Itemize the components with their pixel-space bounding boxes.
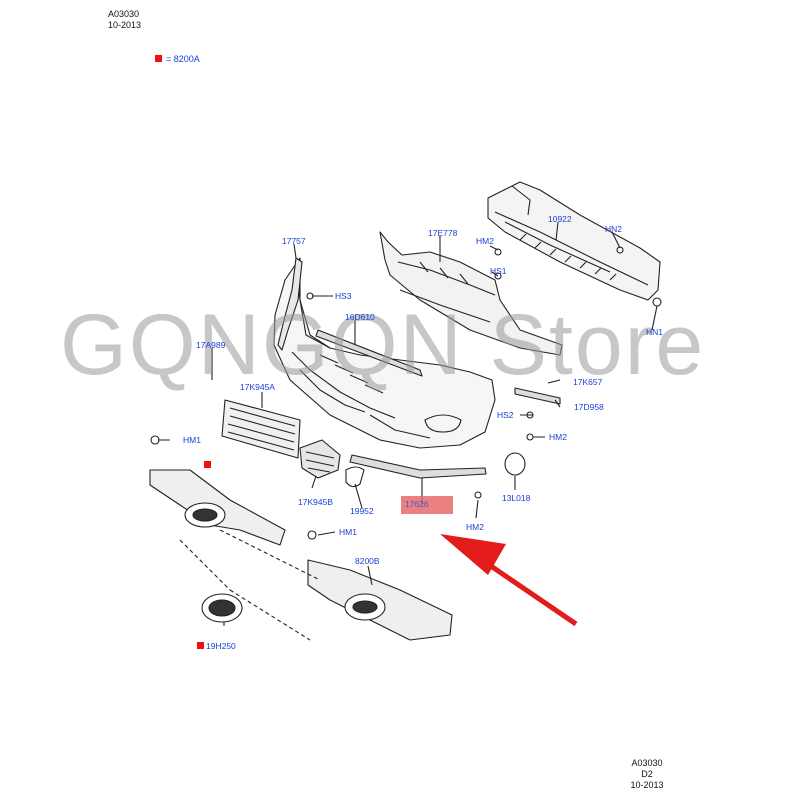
red-arrow-icon [440, 534, 578, 627]
lower-trim [349, 454, 487, 479]
fastener-hm2-bottom [474, 491, 482, 499]
part-label-17E778: 17E778 [428, 228, 458, 238]
side-retainer [514, 387, 561, 405]
fastener-hm2-top [494, 248, 502, 256]
header-code: A03030 [108, 9, 140, 19]
red-marker-icon [197, 642, 204, 649]
footer-code-block: A03030 D2 10-2013 [628, 758, 666, 791]
fastener-hm1 [150, 435, 160, 445]
side-bracket [277, 257, 303, 351]
emblem [201, 593, 243, 623]
part-label-hs2: HS2 [497, 410, 514, 420]
part-label-hm1-lower: HM1 [339, 527, 357, 537]
part-label-hn1: HN1 [646, 327, 664, 337]
red-square-icon [155, 55, 162, 62]
footer-rev: D2 [641, 769, 653, 779]
part-label-13L018: 13L018 [502, 493, 531, 503]
part-label-17K945A: 17K945A [240, 382, 275, 392]
header-code-block: A03030 10-2013 [108, 9, 141, 31]
part-label-19952: 19952 [350, 506, 374, 516]
fastener-hs1 [494, 272, 502, 280]
header-date: 10-2013 [108, 20, 142, 30]
red-marker-icon [204, 461, 211, 468]
tow-hook-cap [504, 452, 526, 476]
part-label-17K657: 17K657 [573, 377, 603, 387]
upper-rail [315, 329, 423, 377]
bumper-cover [273, 257, 496, 449]
part-label-hn2: HN2 [605, 224, 623, 234]
lower-grille [307, 559, 453, 641]
side-grille [299, 439, 341, 479]
highlighted-part-17626: 17626 [401, 496, 453, 514]
part-label-hm1: HM1 [183, 435, 201, 445]
license-plate-bracket [221, 399, 301, 459]
part-label-17D958: 17D958 [574, 402, 604, 412]
fastener-hm2-right [526, 433, 534, 441]
footer-date: 10-2013 [630, 780, 664, 790]
part-label-hm2-right: HM2 [549, 432, 567, 442]
part-label-hm2-bottom: HM2 [466, 522, 484, 532]
part-label-17757: 17757 [282, 236, 306, 246]
upper-grille [149, 469, 286, 546]
legend: = 8200A [155, 54, 200, 64]
bumper-reinforcement-beam [487, 181, 661, 301]
legend-text: = 8200A [166, 54, 200, 64]
part-label-8200B: 8200B [355, 556, 380, 566]
part-label-hm2-top: HM2 [476, 236, 494, 246]
air-deflector [379, 231, 563, 356]
part-label-19H250: 19H250 [206, 641, 236, 651]
part-label-hs1: HS1 [490, 266, 507, 276]
fog-lamp-bezel [345, 466, 365, 488]
part-label-10922: 10922 [548, 214, 572, 224]
part-label-hs3: HS3 [335, 291, 352, 301]
watermark: GQNGQN Store [60, 297, 706, 393]
fastener-hm1-lower [307, 530, 317, 540]
footer-code: A03030 [631, 758, 663, 768]
part-label-17K945B: 17K945B [298, 497, 333, 507]
part-label-17A989: 17A989 [196, 340, 226, 350]
highlighted-part-label: 17626 [405, 499, 429, 509]
part-label-16D610: 16D610 [345, 312, 375, 322]
